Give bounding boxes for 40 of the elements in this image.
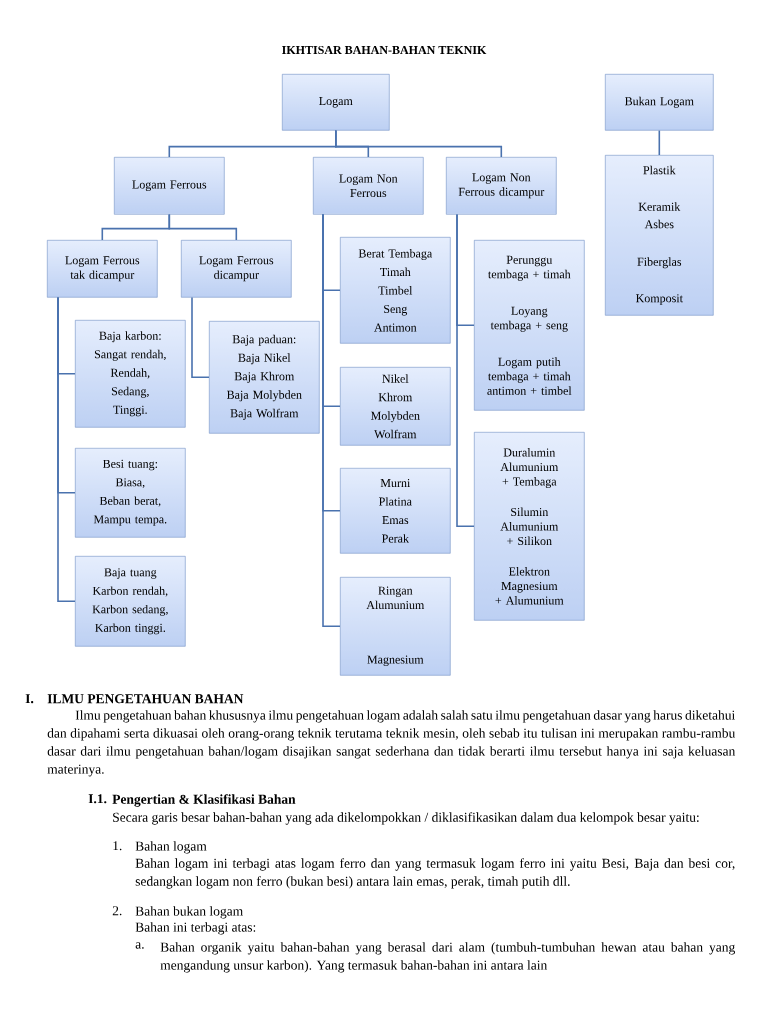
list-item: Bahan logam	[135, 841, 207, 854]
category-box: Ringan Alumunium Magnesium	[340, 577, 451, 676]
connector-line	[57, 296, 76, 603]
section-number: I.1.	[88, 794, 107, 804]
paragraph: Bahan logam ini terbagi atas logam ferro dan yang termasuk logam ferro ini yaitu Besi, Baja dan besi cor, sedangkan logam non ferro (bukan besi) antara lain emas, perak, timah putih dll.	[135, 858, 735, 889]
section-heading: Pengertian & Klasifikasi Bahan	[112, 794, 296, 807]
paragraph: Secara garis besar bahan-bahan yang ada dikelompokkan / diklasifikasikan dalam dua kelompok besar yaitu:	[113, 812, 699, 825]
category-box: Duralumin Alumunium + Tembaga Silumin Alumunium + Silikon Elektron Magnesium + Alumunium	[474, 432, 585, 621]
category-box: Baja karbon: Sangat rendah, Rendah, Sedang, Tinggi.	[75, 320, 186, 428]
connector-line	[456, 213, 475, 528]
list-number: 1.	[113, 841, 122, 851]
category-box: Baja tuang Karbon rendah, Karbon sedang, Karbon tinggi.	[75, 556, 186, 647]
category-box: Logam	[282, 74, 390, 131]
category-box: Logam Ferrous tak dicampur	[47, 240, 158, 298]
category-box: Logam Ferrous	[114, 157, 225, 215]
section-heading: ILMU PENGETAHUAN BAHAN	[47, 694, 244, 704]
connector-line	[658, 129, 661, 156]
category-box: Plastik Keramik Asbes Fiberglas Komposit	[605, 155, 714, 316]
paragraph: Ilmu pengetahuan bahan khususnya ilmu pengetahuan logam adalah salah satu ilmu pengetahuan dasar yang harus diketahui dan dipahami serta dikuasai oleh orang-orang teknik terutama teknik mesin, oleh sebab itu tulisan ini merupakan rambu-rambu dasar dari ilmu pengetahuan bahan/logam disajikan sangat sederhana dan tidak berarti ilmu tersebut hanya ini saja keluasan materinya.	[47, 710, 736, 777]
category-box: Logam Non Ferrous dicampur	[446, 157, 557, 215]
list-number: a.	[135, 942, 144, 949]
paragraph: Bahan organik yaitu bahan-bahan yang berasal dari alam (tumbuh-tumbuhan hewan atau bahan yang mengandung unsur karbon). Yang termasuk bahan-bahan ini antara lain	[160, 942, 735, 973]
connector-line	[191, 296, 210, 379]
category-box: Perunggu tembaga + timah Loyang tembaga + seng Logam putih tembaga + timah antimon + timbel	[474, 240, 585, 411]
title: IKHTISAR BAHAN-BAHAN TEKNIK	[282, 45, 487, 54]
category-box: Berat Tembaga Timah Timbel Seng Antimon	[340, 237, 451, 344]
connector-line	[168, 213, 238, 241]
category-box: Besi tuang: Biasa, Beban berat, Mampu tempa.	[75, 448, 186, 538]
category-box: Baja paduan: Baja Nikel Baja Khrom Baja Molybden Baja Wolfram	[209, 321, 320, 434]
list-item: Bahan bukan logam	[135, 906, 243, 919]
paragraph: Bahan ini terbagi atas:	[135, 922, 256, 935]
section-number: I.	[25, 694, 34, 704]
category-box: Nikel Khrom Molybden Wolfram	[340, 367, 451, 446]
category-box: Logam Ferrous dicampur	[181, 240, 292, 298]
category-box: Logam Non Ferrous	[313, 157, 424, 215]
category-box: Bukan Logam	[605, 74, 714, 131]
connector-line	[335, 129, 503, 158]
connector-line	[322, 213, 341, 628]
category-box: Murni Platina Emas Perak	[340, 468, 451, 554]
list-number: 2.	[112, 906, 122, 916]
